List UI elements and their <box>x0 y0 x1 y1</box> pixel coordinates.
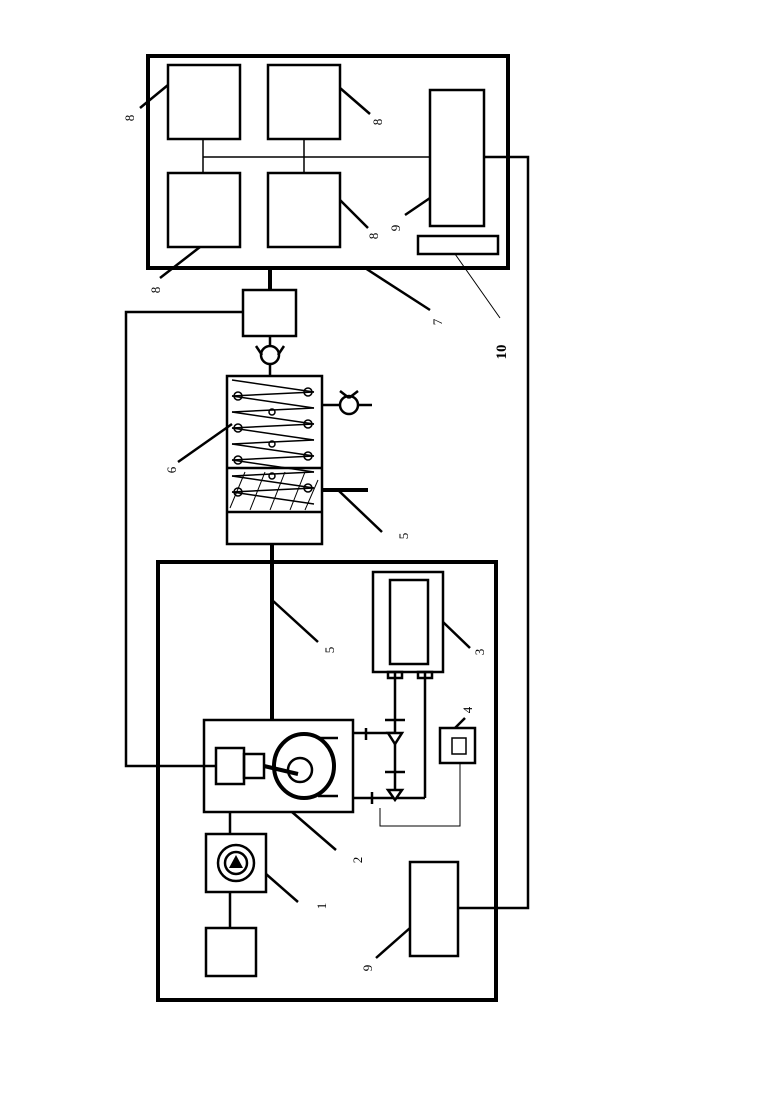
controller-9-upper <box>430 90 484 226</box>
label-1: 1 <box>314 903 329 910</box>
unit-2 <box>204 720 353 812</box>
module-8-bottom-right <box>268 173 340 247</box>
module-8-top-left <box>168 65 240 139</box>
unit-3 <box>373 572 443 672</box>
label-4: 4 <box>460 706 475 713</box>
unit-4 <box>440 728 475 763</box>
label-2: 2 <box>350 857 365 864</box>
label-7: 7 <box>430 318 445 325</box>
base-unit <box>206 928 256 976</box>
lower-enclosure <box>158 544 496 1000</box>
label-5-upper: 5 <box>396 533 411 540</box>
upper-enclosure-7 <box>140 56 508 318</box>
heat-exchanger-6 <box>178 268 382 544</box>
label-8c: 8 <box>366 233 381 240</box>
controller-9-lower <box>410 862 458 956</box>
display-10 <box>418 236 498 254</box>
label-10: 10 <box>494 345 510 360</box>
label-6: 6 <box>164 466 179 473</box>
sensor-box <box>243 290 296 336</box>
label-8b: 8 <box>370 119 385 126</box>
label-8d: 8 <box>148 287 163 294</box>
label-3: 3 <box>472 649 487 656</box>
module-8-top-right <box>268 65 340 139</box>
module-8-bottom-left <box>168 173 240 247</box>
label-9-lower: 9 <box>360 965 375 972</box>
label-5-lower: 5 <box>322 647 337 654</box>
label-8a: 8 <box>122 115 137 122</box>
label-9-upper: 9 <box>388 225 403 232</box>
